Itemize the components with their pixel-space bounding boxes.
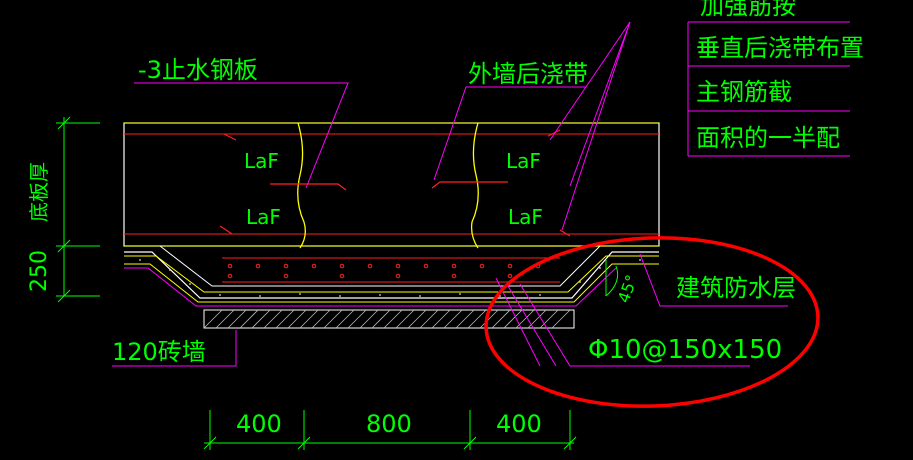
laf-bar-br	[559, 229, 571, 237]
leader-lines	[112, 21, 850, 367]
reinforce-note-line1: 垂直后浇带布置	[696, 34, 864, 62]
laf-bar-ml	[270, 183, 347, 191]
waterproof-label: 建筑防水层	[676, 274, 796, 302]
laf-label-bottom-right: LaF	[508, 205, 543, 229]
concrete-hatch	[139, 259, 641, 297]
slab-outline	[123, 122, 660, 247]
vertical-dimension	[56, 116, 100, 303]
brick-wall-hatch	[203, 309, 575, 329]
highlight-ellipse	[484, 236, 820, 408]
laf-label-top-right: LaF	[506, 149, 541, 173]
joint-line-right	[470, 122, 479, 249]
horizontal-dimension	[203, 410, 577, 450]
trough-outer	[124, 251, 659, 299]
brick-wall-label: 120砖墙	[112, 338, 206, 366]
joint-line-left	[297, 122, 306, 249]
laf-label-bottom-left: LaF	[246, 205, 281, 229]
post-pour-band-label: 外墙后浇带	[468, 60, 588, 88]
slab-thickness-label: 底板厚	[27, 162, 51, 222]
trough-inner	[159, 245, 601, 287]
trough-yellow-2	[124, 263, 659, 303]
stop-plate-label: -3止水钢板	[138, 56, 258, 84]
reinforce-note-line2: 主钢筋截	[696, 78, 792, 106]
trough-magenta	[124, 267, 617, 307]
laf-label-top-left: LaF	[244, 149, 279, 173]
laf-bar-bl	[219, 225, 233, 235]
laf-bar-tl	[223, 133, 237, 141]
rebar-spec-label: Φ10@150x150	[588, 335, 782, 365]
laf-bar-tr	[547, 129, 561, 137]
dimension-250: 250	[27, 250, 52, 292]
angle-arc	[605, 265, 619, 297]
angle-label: 45°	[614, 272, 642, 305]
dimension-400-right: 400	[496, 410, 542, 438]
reinforce-note-line3: 面积的一半配	[696, 124, 840, 152]
laf-bar-mr	[431, 181, 508, 189]
dimension-400-left: 400	[236, 410, 282, 438]
trough-yellow-1	[124, 255, 659, 293]
reinforce-note-title: 加强筋按	[700, 0, 796, 20]
dimension-800: 800	[366, 410, 412, 438]
rebar-dots	[227, 263, 541, 279]
